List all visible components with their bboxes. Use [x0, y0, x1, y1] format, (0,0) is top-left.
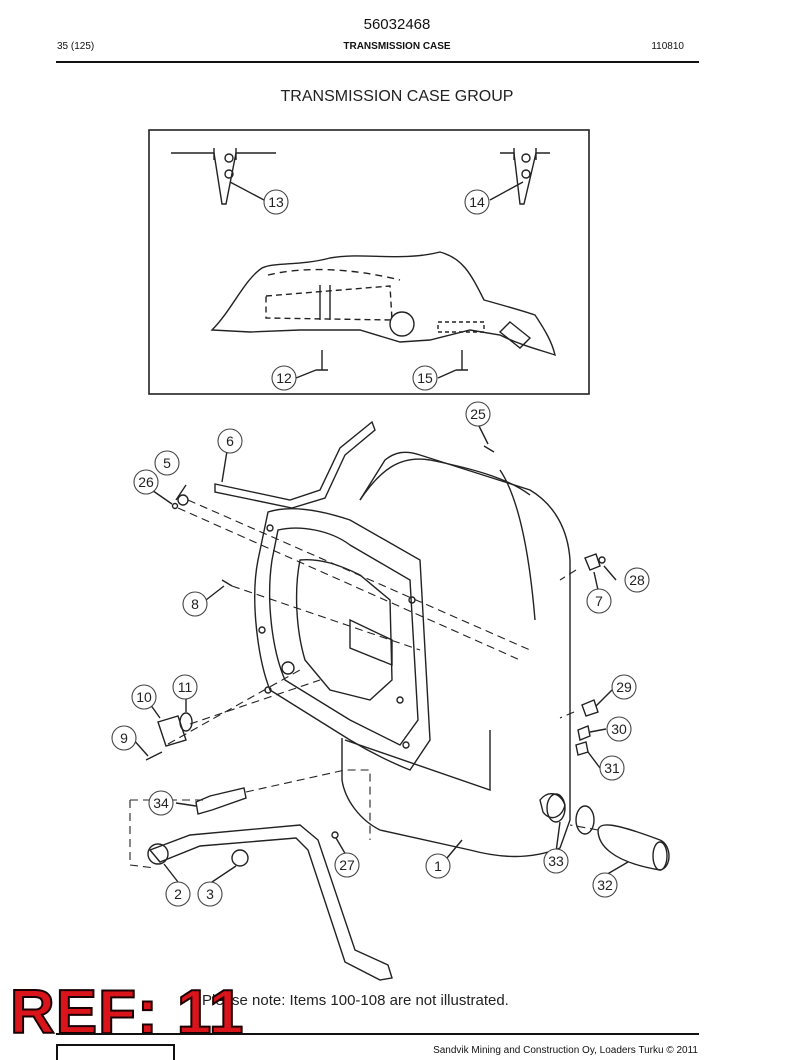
svg-text:26: 26 [138, 474, 154, 490]
not-illustrated-note: Please note: Items 100-108 are not illus… [202, 992, 509, 1009]
callout-29: 29 [611, 674, 637, 700]
transmission-case-illustration [254, 451, 571, 858]
callout-32: 32 [592, 872, 618, 898]
svg-text:9: 9 [120, 730, 128, 746]
ref-stamp: REF: 11 [9, 978, 245, 1047]
page-number: 35 (125) [57, 41, 95, 52]
svg-text:15: 15 [417, 370, 433, 386]
svg-text:25: 25 [470, 406, 486, 422]
callout-13: 13 [263, 189, 289, 215]
svg-text:13: 13 [268, 194, 284, 210]
svg-text:14: 14 [469, 194, 485, 210]
callout-7: 7 [586, 588, 612, 614]
tube-6-illustration [214, 420, 376, 509]
svg-text:34: 34 [153, 795, 169, 811]
callout-14: 14 [464, 189, 490, 215]
svg-text:33: 33 [548, 853, 564, 869]
callout-8: 8 [182, 591, 208, 617]
bracket-13-illustration [171, 148, 276, 205]
callout-26: 26 [133, 469, 159, 495]
svg-text:10: 10 [136, 689, 152, 705]
callout-12: 12 [271, 365, 297, 391]
date-code: 110810 [651, 41, 684, 52]
section-title: TRANSMISSION CASE [343, 41, 451, 52]
callout-34: 34 [148, 790, 174, 816]
footer-copyright: Sandvik Mining and Construction Oy, Load… [433, 1045, 698, 1056]
footer-logo [56, 1044, 175, 1060]
frame-section-illustration [210, 251, 556, 357]
callout-1: 1 [425, 853, 451, 879]
callout-11: 11 [172, 674, 198, 700]
callout-28: 28 [624, 567, 650, 593]
callout-10: 10 [131, 684, 157, 710]
bracket-14-illustration [500, 148, 550, 205]
tube-2-illustration [148, 824, 393, 981]
diagram-title: TRANSMISSION CASE GROUP [280, 88, 514, 105]
svg-text:7: 7 [595, 593, 603, 609]
callout-3: 3 [197, 881, 223, 907]
svg-text:30: 30 [611, 721, 627, 737]
svg-text:27: 27 [339, 857, 355, 873]
callout-25: 25 [465, 401, 491, 427]
svg-text:3: 3 [206, 886, 214, 902]
svg-text:1: 1 [434, 858, 442, 874]
callout-5: 5 [154, 450, 180, 476]
svg-text:5: 5 [163, 455, 171, 471]
svg-text:31: 31 [604, 760, 620, 776]
doc-number: 56032468 [363, 16, 431, 33]
svg-text:28: 28 [629, 572, 645, 588]
callout-33: 33 [543, 848, 569, 874]
svg-text:6: 6 [226, 433, 234, 449]
svg-text:12: 12 [276, 370, 292, 386]
svg-text:11: 11 [178, 679, 193, 695]
callout-9: 9 [111, 725, 137, 751]
callout-6: 6 [217, 428, 243, 454]
svg-text:8: 8 [191, 596, 199, 612]
svg-text:2: 2 [174, 886, 182, 902]
callout-27: 27 [334, 852, 360, 878]
svg-text:32: 32 [597, 877, 613, 893]
header-rule [56, 61, 699, 63]
footer-rule [56, 1033, 699, 1035]
callout-31: 31 [599, 755, 625, 781]
callout-30: 30 [606, 716, 632, 742]
svg-text:29: 29 [616, 679, 632, 695]
callout-15: 15 [412, 365, 438, 391]
callout-2: 2 [165, 881, 191, 907]
inset-frame [148, 129, 590, 395]
